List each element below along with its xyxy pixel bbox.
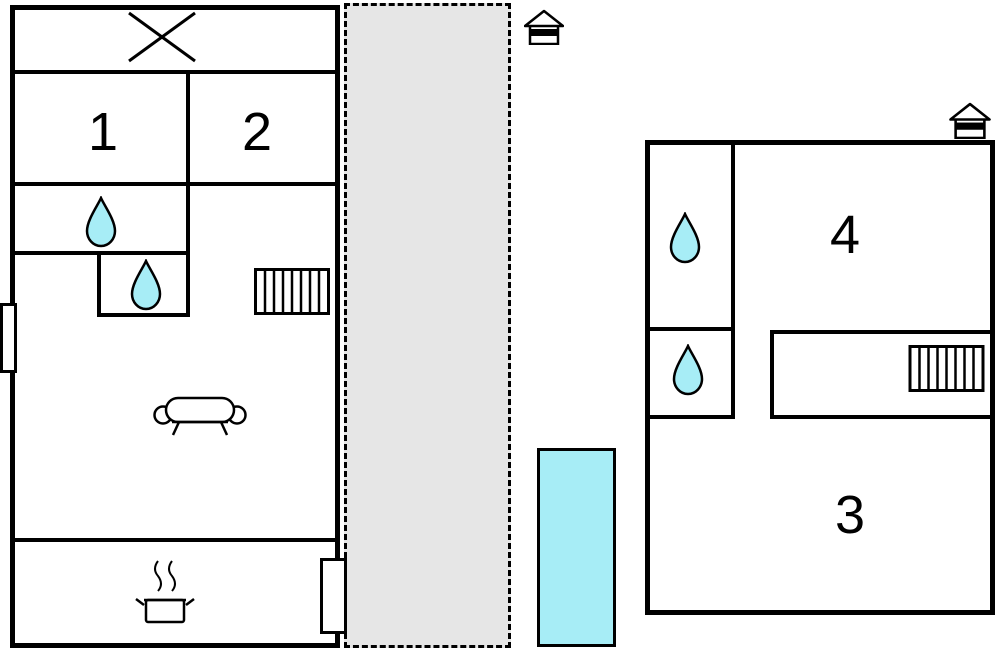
door-marker [320,558,347,634]
house-icon [949,102,991,139]
wall [10,70,340,74]
cross-icon [126,10,198,64]
wall [10,182,340,186]
wall [97,313,190,317]
house-icon [524,9,564,45]
wall [770,330,774,419]
water-drop-icon [671,344,705,396]
left-building-outline [10,5,340,648]
radiator-icon [254,268,330,315]
wall [770,415,995,419]
terrace-area [344,3,511,648]
pool [537,448,616,647]
water-drop-icon [84,196,118,248]
water-drop-icon [129,259,163,311]
room-label-1: 1 [87,102,119,162]
sofa-icon [152,392,248,444]
wall [645,327,735,331]
wall [97,251,101,317]
wall [770,330,995,334]
water-drop-icon [668,212,702,264]
radiator-icon [908,345,985,392]
room-label-3: 3 [834,485,866,545]
wall [645,415,735,419]
stove-icon [130,556,200,628]
window-marker [0,303,17,373]
wall [10,538,340,542]
wall [731,140,735,419]
room-label-2: 2 [241,102,273,162]
wall [186,70,190,317]
room-label-4: 4 [829,205,861,265]
